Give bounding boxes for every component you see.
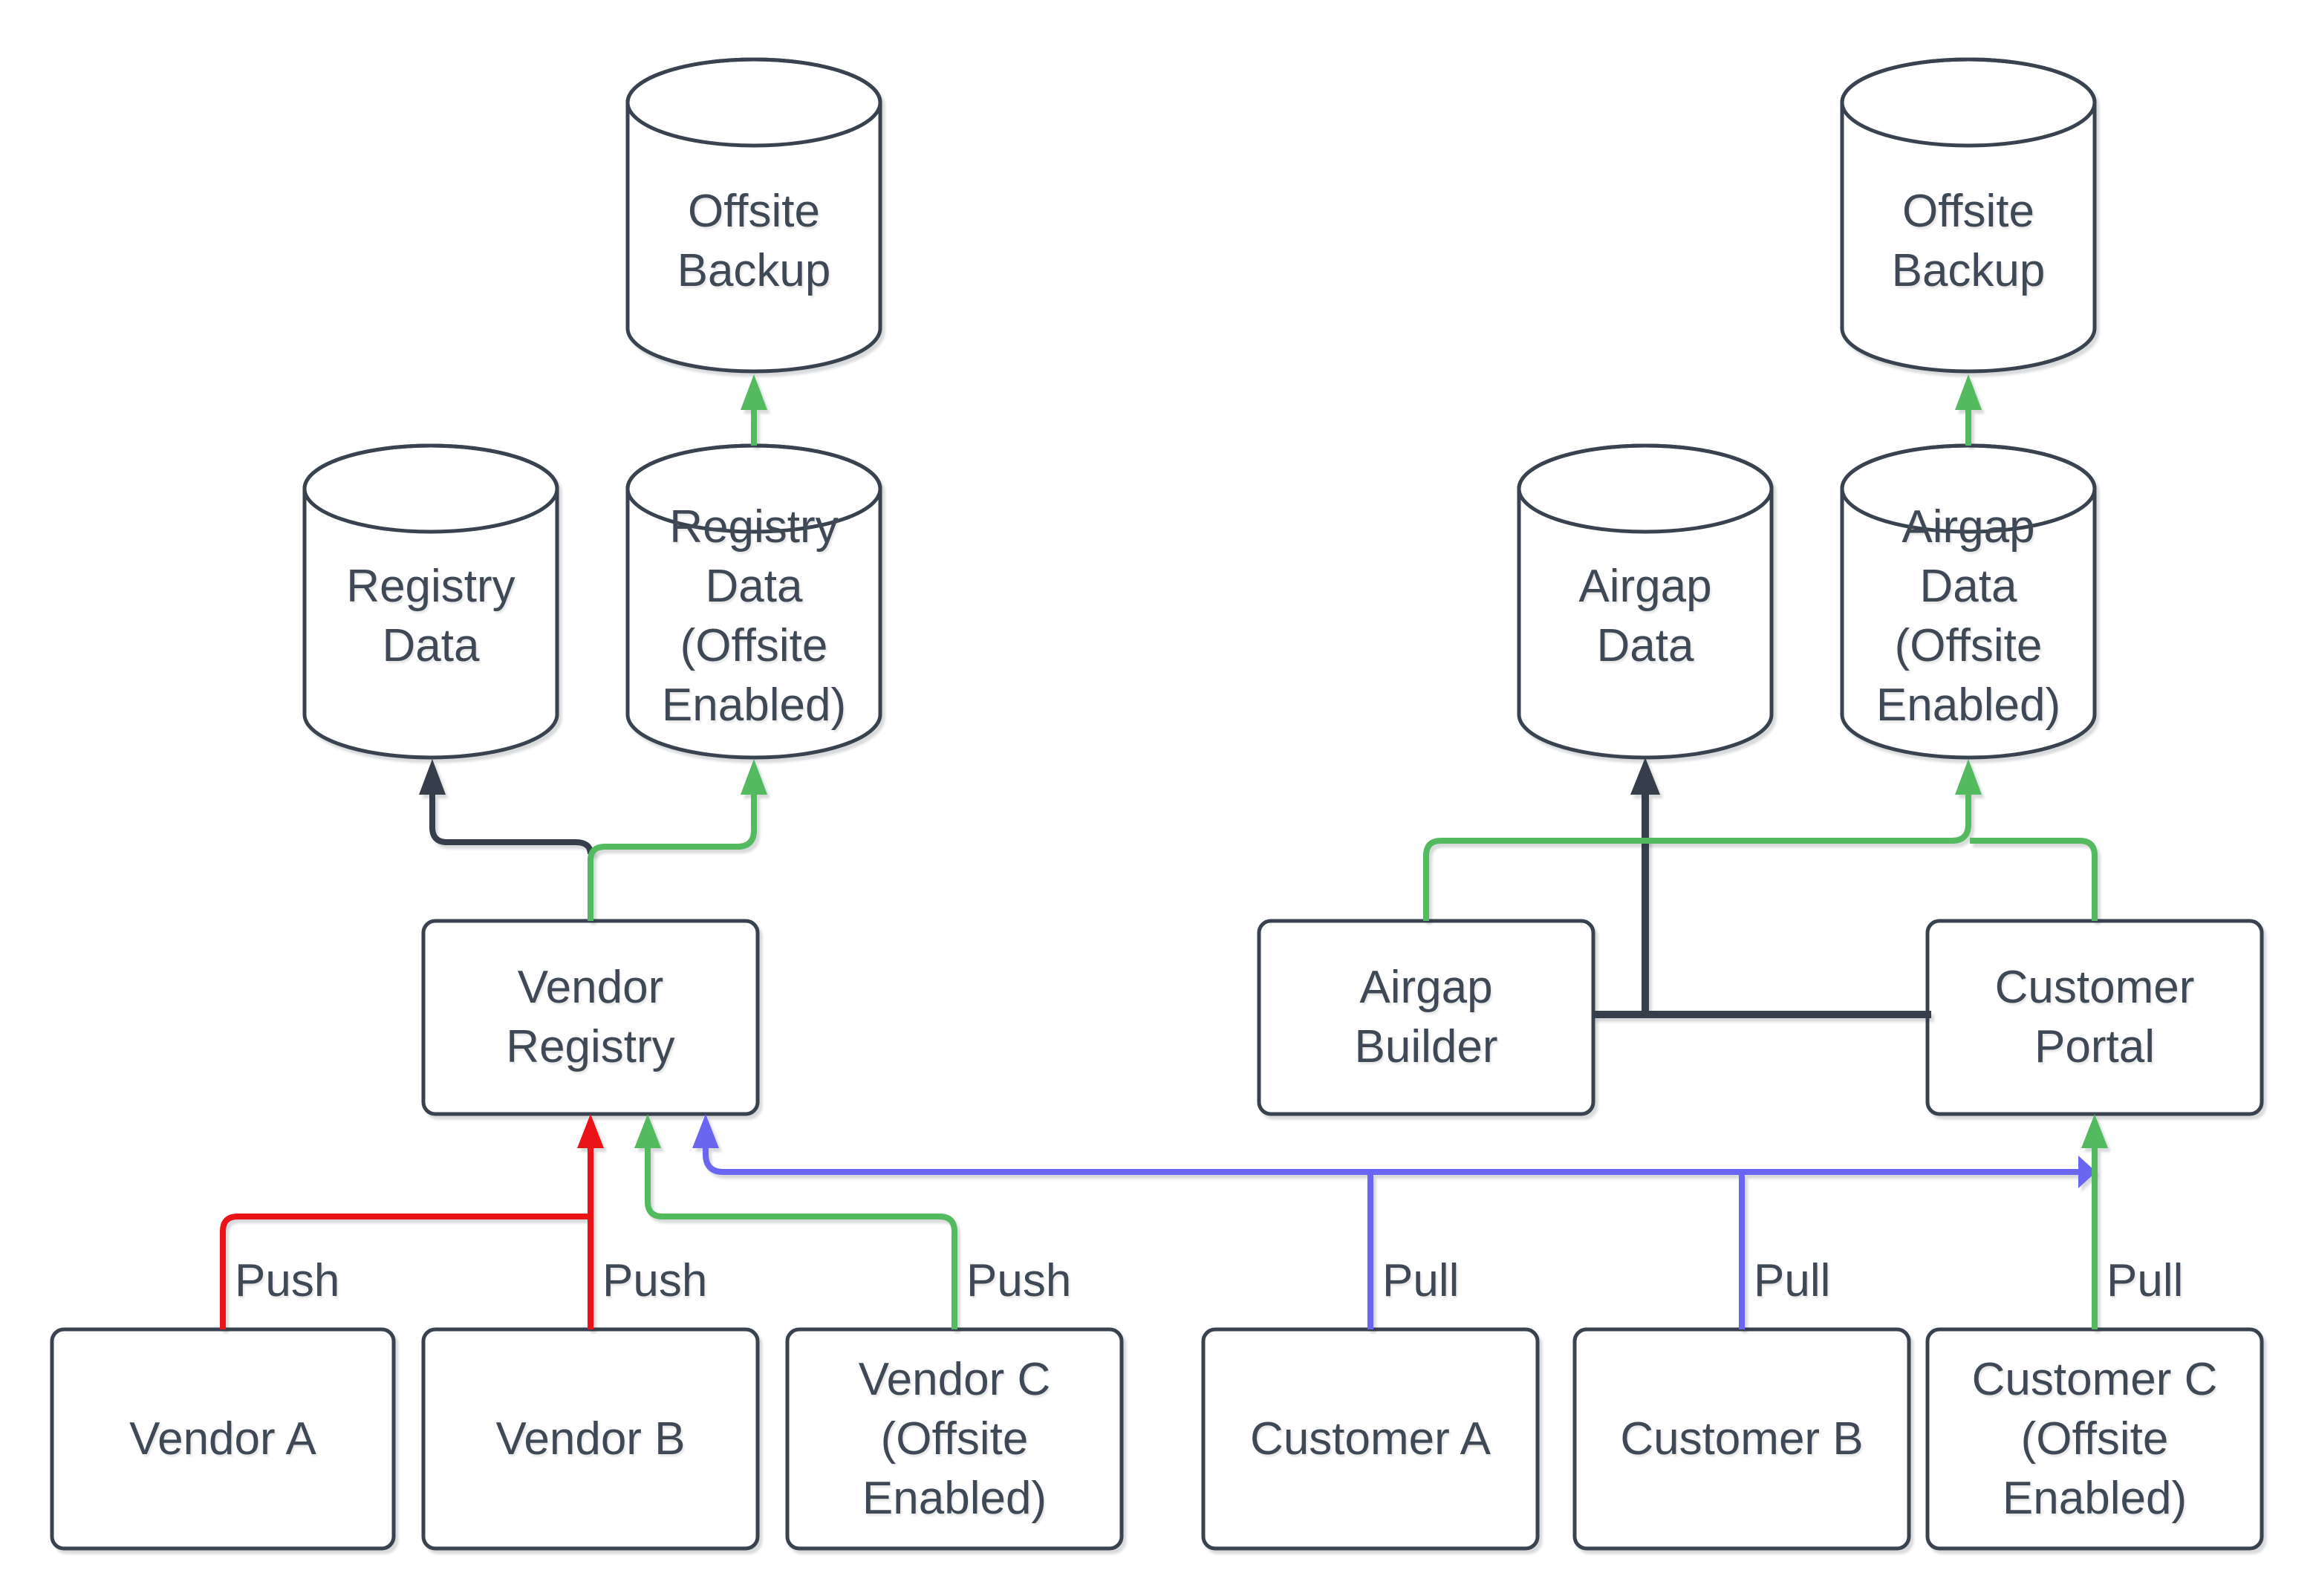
offsite-backup-right-cylinder — [1840, 57, 2097, 374]
arrowhead — [2081, 1114, 2108, 1148]
edges-green — [588, 374, 2108, 1329]
edge-customer-portal-to-airgap-data-offsite — [1970, 838, 2098, 921]
registry-data-offsite-cylinder — [625, 443, 882, 760]
customer-portal-box — [1925, 919, 2264, 1116]
edge-airgap-builder-to-airgap-data-offsite — [1423, 795, 1971, 921]
edge-customers-pull-registry — [703, 1148, 2089, 1175]
airgap-builder-box — [1257, 919, 1595, 1116]
vendor-c-box — [785, 1327, 1124, 1551]
registry-data-cylinder — [302, 443, 559, 760]
customer-a-box — [1201, 1327, 1540, 1551]
arrowhead — [577, 1114, 604, 1148]
arrowhead — [692, 1114, 719, 1148]
edges-dark — [419, 758, 1931, 1018]
vendor-registry-box — [421, 919, 760, 1116]
customer-c-box — [1925, 1327, 2264, 1551]
airgap-data-offsite-cylinder — [1840, 443, 2097, 760]
vendor-a-box — [50, 1327, 396, 1551]
edge-vendor-a-push — [220, 1214, 588, 1329]
arrowhead — [2078, 1156, 2096, 1188]
edge-vendor-registry-to-registry-data — [429, 795, 593, 855]
arrowhead — [634, 1114, 661, 1148]
arrowhead — [419, 759, 446, 795]
offsite-backup-left-cylinder — [625, 57, 882, 374]
edge-vendor-registry-to-registry-data-offsite — [588, 795, 757, 921]
edges-pull-blue — [692, 1114, 2096, 1329]
node-shapes — [50, 57, 2264, 1551]
edge-vendor-c-push — [645, 1148, 957, 1329]
arrowhead — [741, 759, 767, 795]
arrowhead — [1955, 759, 1982, 795]
airgap-data-cylinder — [1517, 443, 1774, 760]
edges-push-red — [220, 1114, 604, 1329]
vendor-b-box — [421, 1327, 760, 1551]
arrowhead — [1630, 758, 1660, 795]
arrowhead — [1955, 374, 1982, 410]
customer-b-box — [1572, 1327, 1911, 1551]
arrowhead — [741, 374, 767, 410]
